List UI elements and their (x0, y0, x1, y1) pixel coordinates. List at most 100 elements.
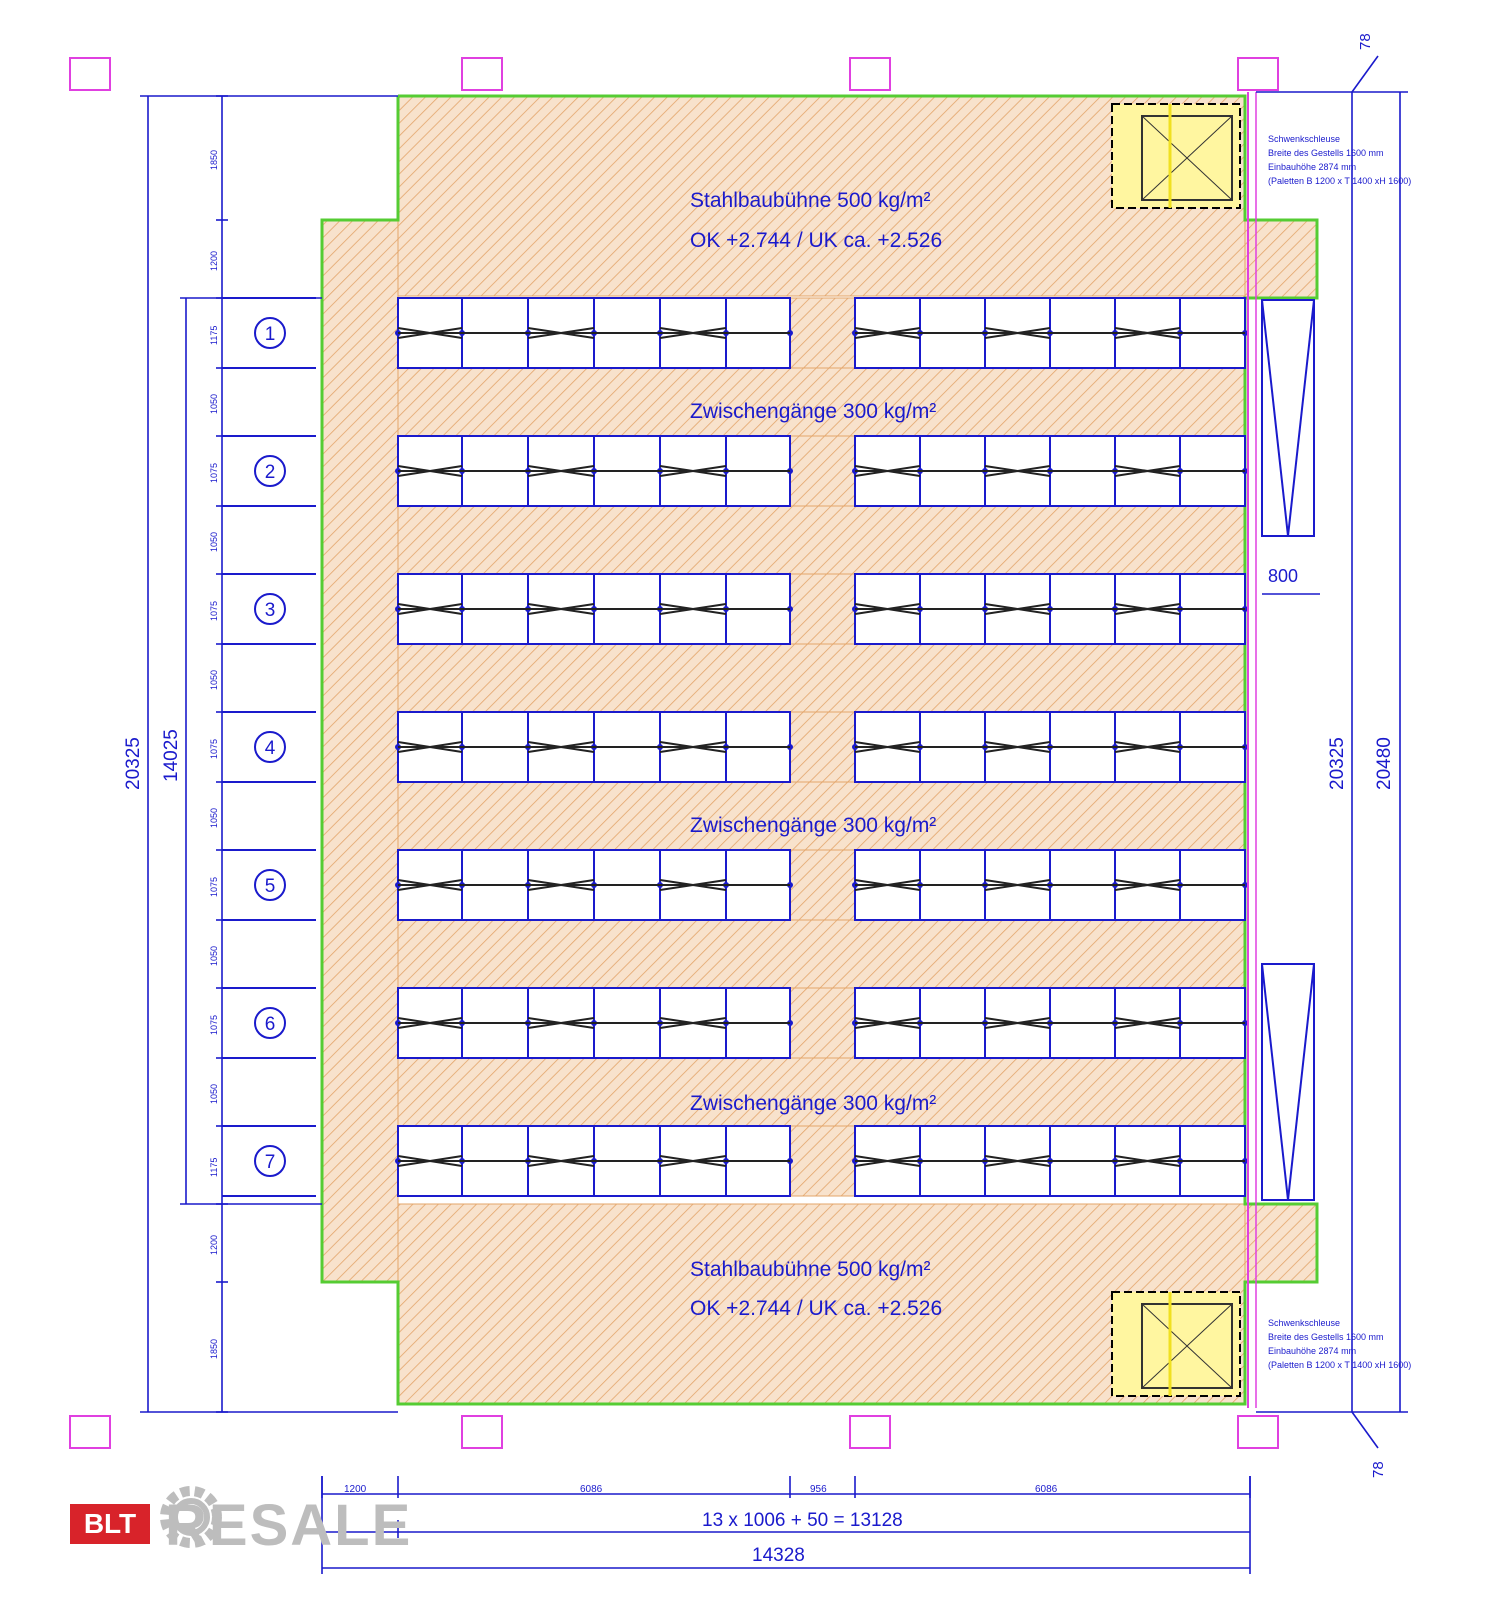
row-number-label: 6 (265, 1014, 276, 1035)
gate-note-bottom-4: (Paletten B 1200 x T 1400 xH 1600) (1268, 1360, 1411, 1370)
rack-brace (1114, 465, 1181, 477)
rack-brace (659, 741, 727, 753)
rack-brace (527, 879, 595, 891)
dim-left-rows: 14025 (161, 729, 182, 782)
center-walkway-cell (789, 987, 856, 1059)
shelving-row (395, 1125, 1248, 1197)
rack-brace (527, 1017, 595, 1029)
shelving-row (395, 711, 1248, 783)
row-number-circle (254, 455, 286, 487)
bottom-platform-level: OK +2.744 / UK ca. +2.526 (690, 1297, 942, 1320)
row-number-box: 2 (222, 435, 316, 507)
dim-left-seg-label: 1175 (209, 326, 219, 345)
dim-left-seg-label: 1075 (209, 739, 219, 759)
dim-right-inner: 20325 (1327, 737, 1348, 790)
aisle-label-1: Zwischengänge 300 kg/m² (690, 400, 936, 423)
aisle-band (397, 505, 1246, 575)
rack-brace (659, 879, 727, 891)
shelving-row (395, 297, 1248, 369)
dim-left-seg-label: 1200 (209, 1235, 219, 1255)
rack-brace (854, 603, 921, 615)
center-walkway-cell (789, 711, 856, 783)
dim-left-seg-label: 1850 (209, 1339, 219, 1359)
shelving-row (395, 435, 1248, 507)
aisle-band (397, 643, 1246, 713)
center-walkway-cell (789, 1125, 856, 1197)
gate-note-top-3: Einbauhöhe 2874 mm (1268, 162, 1356, 172)
rack-brace (984, 879, 1051, 891)
row-number-circle (254, 1145, 286, 1177)
gate-note-bottom-1: Schwenkschleuse (1268, 1318, 1340, 1328)
rack-brace (984, 465, 1051, 477)
rack-brace (397, 465, 463, 477)
column-marker (69, 1415, 111, 1449)
rack-brace (527, 603, 595, 615)
watermark-brand-box: BLT (70, 1504, 150, 1544)
platform-areas (321, 95, 1318, 1405)
top-platform-level: OK +2.744 / UK ca. +2.526 (690, 229, 942, 252)
column-marker (69, 57, 111, 91)
dim-left-seg-label: 1050 (209, 1084, 219, 1104)
right-walkway-bottom (1244, 1203, 1318, 1283)
column-marker (849, 57, 891, 91)
row-number-box: 4 (222, 711, 316, 783)
rack-brace (397, 741, 463, 753)
rack-brace (659, 465, 727, 477)
gate-note-bottom-3: Einbauhöhe 2874 mm (1268, 1346, 1356, 1356)
row-number-box: 1 (222, 297, 316, 369)
rack-brace (854, 879, 921, 891)
rack-brace (1114, 879, 1181, 891)
rack-brace (527, 1155, 595, 1167)
rack-brace (397, 327, 463, 339)
left-walkway (321, 219, 399, 1283)
row-number-label: 2 (265, 462, 276, 483)
gate-note-bottom-2: Breite des Gestells 1600 mm (1268, 1332, 1384, 1342)
bottom-platform-title: Stahlbaubühne 500 kg/m² (690, 1258, 931, 1281)
dim-bottom-formula: 13 x 1006 + 50 = 13128 (702, 1510, 903, 1531)
swing-gate-top (1111, 103, 1241, 209)
watermark-brand-word: RESALE (165, 1493, 413, 1558)
dim-top-leader (1351, 55, 1379, 93)
rack-brace (527, 327, 595, 339)
rack-brace (854, 327, 921, 339)
bottom-platform (397, 1203, 1246, 1405)
dim-top-offset: 78 (1357, 33, 1374, 50)
gate-note-top-4: (Paletten B 1200 x T 1400 xH 1600) (1268, 176, 1411, 186)
gear-icon (160, 1486, 222, 1548)
row-number-circle (254, 869, 286, 901)
dim-bottom-offset: 78 (1370, 1461, 1387, 1478)
rack-brace (984, 741, 1051, 753)
rack-brace (984, 327, 1051, 339)
column-marker (849, 1415, 891, 1449)
column-marker (461, 1415, 503, 1449)
rack-brace (984, 1017, 1051, 1029)
column-marker (1237, 57, 1279, 91)
top-platform-title: Stahlbaubühne 500 kg/m² (690, 189, 931, 212)
dim-left-seg-label: 1075 (209, 601, 219, 621)
aisle-label-2: Zwischengänge 300 kg/m² (690, 814, 936, 837)
dim-left-seg-label: 1050 (209, 532, 219, 552)
rack-brace (1114, 603, 1181, 615)
rack-brace (854, 1017, 921, 1029)
rack-brace (527, 465, 595, 477)
dim-left-seg-label: 1850 (209, 150, 219, 170)
column-marker (1237, 1415, 1279, 1449)
dim-left-seg-label: 1075 (209, 877, 219, 897)
shelving-rows (395, 297, 1248, 1197)
swing-gate-bottom (1111, 1291, 1241, 1397)
dim-left-seg-label: 1075 (209, 463, 219, 483)
rack-brace (1114, 1155, 1181, 1167)
rack-brace (397, 603, 463, 615)
row-number-box: 7 (222, 1125, 316, 1197)
dim-left-seg-label: 1050 (209, 670, 219, 690)
rack-brace (984, 603, 1051, 615)
column-marker (461, 57, 503, 91)
right-walkway-top (1244, 219, 1318, 299)
aisle-band (397, 367, 1246, 437)
gate-note-top-2: Breite des Gestells 1600 mm (1268, 148, 1384, 158)
dim-left-seg-label: 1175 (209, 1158, 219, 1177)
row-number-label: 5 (265, 876, 276, 897)
aisle-label-3: Zwischengänge 300 kg/m² (690, 1092, 936, 1115)
